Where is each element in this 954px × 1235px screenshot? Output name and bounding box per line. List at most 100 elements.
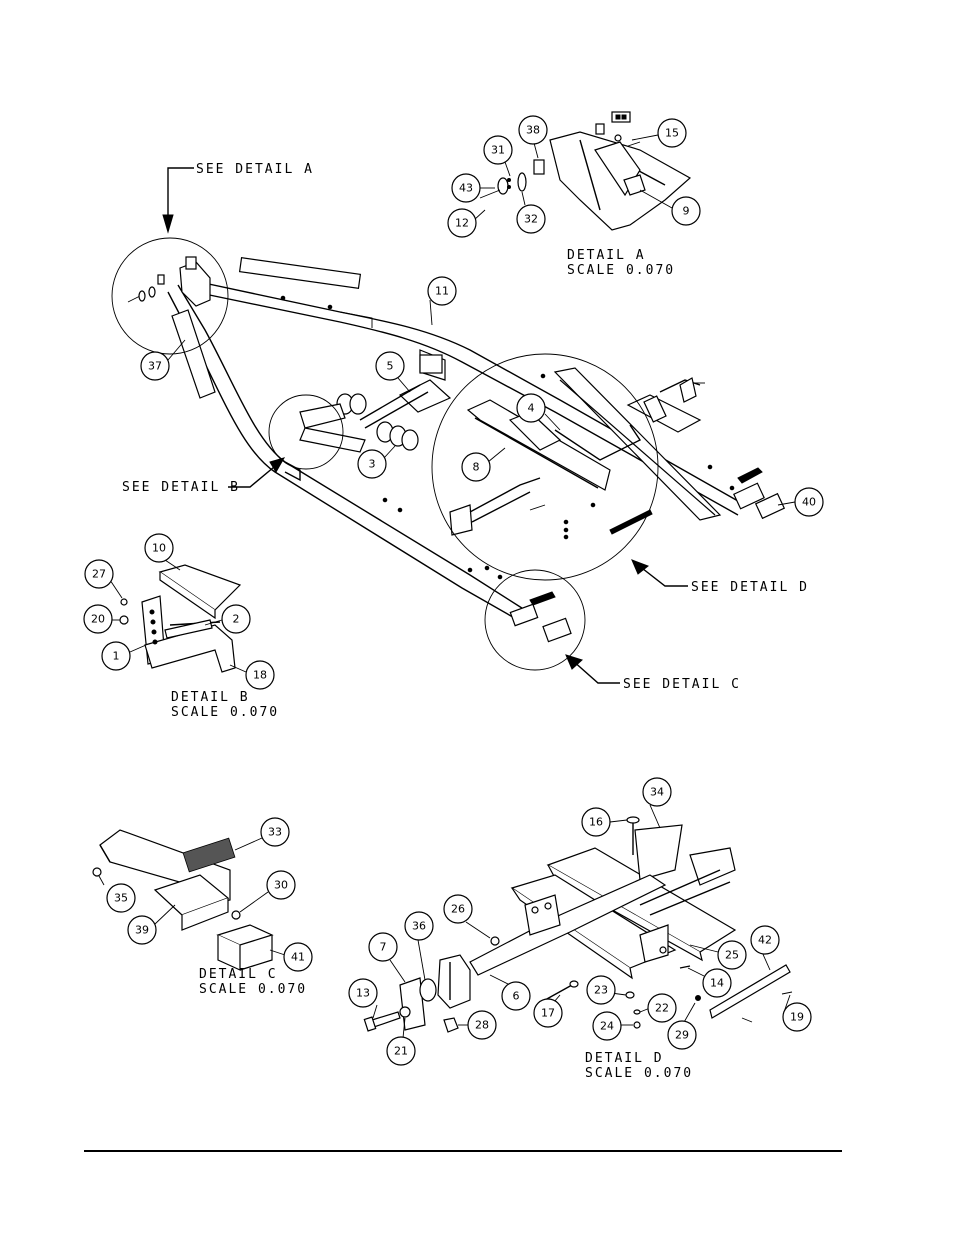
detail-b-circle xyxy=(268,394,344,470)
detail-b-title: DETAIL B xyxy=(171,690,250,705)
bubble-39 xyxy=(127,915,157,945)
bubble-31 xyxy=(483,135,513,165)
bubble-40 xyxy=(794,487,824,517)
bubble-21-label: 21 xyxy=(394,1045,408,1058)
detail-c-circle xyxy=(484,569,586,671)
bubble-42-label: 42 xyxy=(758,934,772,947)
bubble-15-label: 15 xyxy=(665,127,679,140)
bubble-1-label: 1 xyxy=(113,650,120,663)
bubble-6-label: 6 xyxy=(513,990,520,1003)
roller-assembly xyxy=(299,384,429,453)
bubble-3-label: 3 xyxy=(369,458,376,471)
detail-a-title: DETAIL A xyxy=(567,248,646,263)
bubble-22-label: 22 xyxy=(655,1002,669,1015)
bubble-37 xyxy=(140,351,170,381)
bubble-5-label: 5 xyxy=(387,360,394,373)
bubble-4-label: 4 xyxy=(528,402,535,415)
bubble-29-label: 29 xyxy=(675,1029,689,1042)
bubble-25-label: 25 xyxy=(725,949,739,962)
bubble-24-label: 24 xyxy=(600,1020,614,1033)
bubble-39-label: 39 xyxy=(135,924,149,937)
bubble-41-label: 41 xyxy=(291,951,305,964)
detail-d-title: DETAIL D xyxy=(585,1051,664,1066)
part-number-bubbles: 43 31 38 12 32 15 9 11 37 5 3 4 8 40 10 … xyxy=(83,115,824,1066)
bubble-20 xyxy=(83,604,113,634)
bubble-35 xyxy=(106,883,136,913)
bubble-23 xyxy=(586,975,616,1005)
bubble-37-label: 37 xyxy=(148,360,162,373)
bubble-16-label: 16 xyxy=(589,816,603,829)
bubble-42 xyxy=(750,925,780,955)
detail-d-scale: SCALE 0.070 xyxy=(585,1066,693,1081)
bubble-2-label: 2 xyxy=(233,613,240,626)
bubble-34-label: 34 xyxy=(650,786,664,799)
footer-rule xyxy=(84,1150,842,1152)
bubble-16 xyxy=(581,807,611,837)
bubble-23-label: 23 xyxy=(594,984,608,997)
detail-c-scale: SCALE 0.070 xyxy=(199,982,307,997)
bubble-1 xyxy=(101,641,131,671)
bubble-33-label: 33 xyxy=(268,826,282,839)
bubble-27 xyxy=(84,559,114,589)
bubble-26-label: 26 xyxy=(451,903,465,916)
frame-bolt-holes xyxy=(280,295,735,580)
detail-c-drawing: DETAIL C SCALE 0.070 xyxy=(92,829,307,997)
bubble-15 xyxy=(657,118,687,148)
bubble-14-label: 14 xyxy=(710,977,724,990)
bubble-35-label: 35 xyxy=(114,892,128,905)
bubble-41 xyxy=(283,942,313,972)
bubble-9 xyxy=(671,196,701,226)
bubble-26 xyxy=(443,894,473,924)
bubble-31-label: 31 xyxy=(491,144,505,157)
bubble-2 xyxy=(221,604,251,634)
bubble-10 xyxy=(144,533,174,563)
bubble-25 xyxy=(717,940,747,970)
bubble-30-label: 30 xyxy=(274,879,288,892)
bubble-24 xyxy=(592,1011,622,1041)
bubble-18 xyxy=(245,660,275,690)
bubble-7 xyxy=(368,932,398,962)
bubble-11-label: 11 xyxy=(435,285,449,298)
bubble-7-label: 7 xyxy=(380,941,387,954)
bubble-32 xyxy=(516,204,546,234)
bubble-22 xyxy=(647,993,677,1023)
callout-see-detail-a: SEE DETAIL A xyxy=(162,162,312,234)
detail-c-title: DETAIL C xyxy=(199,967,278,982)
bubble-10-label: 10 xyxy=(152,542,166,555)
detail-a-circle xyxy=(111,237,229,355)
bubble-28-label: 28 xyxy=(475,1019,489,1032)
bubble-13 xyxy=(348,978,378,1008)
bubble-27-label: 27 xyxy=(92,568,106,581)
bubble-12-label: 12 xyxy=(455,217,469,230)
bubble-34 xyxy=(642,777,672,807)
bubble-33 xyxy=(260,817,290,847)
callout-see-detail-d: SEE DETAIL D xyxy=(631,559,809,595)
trailer-frame xyxy=(167,256,786,643)
detail-a-drawing: DETAIL A SCALE 0.070 xyxy=(479,111,692,278)
bubble-28 xyxy=(467,1010,497,1040)
detail-d-circle xyxy=(431,353,659,581)
bubble-20-label: 20 xyxy=(91,613,105,626)
bubble-14 xyxy=(702,968,732,998)
bubble-21 xyxy=(386,1036,416,1066)
see-detail-b-label: SEE DETAIL B xyxy=(122,480,240,495)
bubble-38 xyxy=(518,115,548,145)
bubble-8 xyxy=(461,452,491,482)
detail-b-drawing: DETAIL B SCALE 0.070 xyxy=(119,564,277,720)
bubble-38-label: 38 xyxy=(526,124,540,137)
see-detail-d-label: SEE DETAIL D xyxy=(691,580,809,595)
callout-see-detail-c: SEE DETAIL C xyxy=(565,654,741,692)
bubble-43-label: 43 xyxy=(459,182,473,195)
bubble-19-label: 19 xyxy=(790,1011,804,1024)
bubble-32-label: 32 xyxy=(524,213,538,226)
bubble-17-label: 17 xyxy=(541,1007,555,1020)
bubble-11 xyxy=(427,276,457,306)
bubble-8-label: 8 xyxy=(473,461,480,474)
axle-bunk-assembly xyxy=(449,399,653,536)
see-detail-c-label: SEE DETAIL C xyxy=(623,677,741,692)
bubble-36 xyxy=(404,911,434,941)
callout-see-detail-b: SEE DETAIL B xyxy=(122,457,286,495)
bubble-30 xyxy=(266,870,296,900)
bubble-29 xyxy=(667,1020,697,1050)
